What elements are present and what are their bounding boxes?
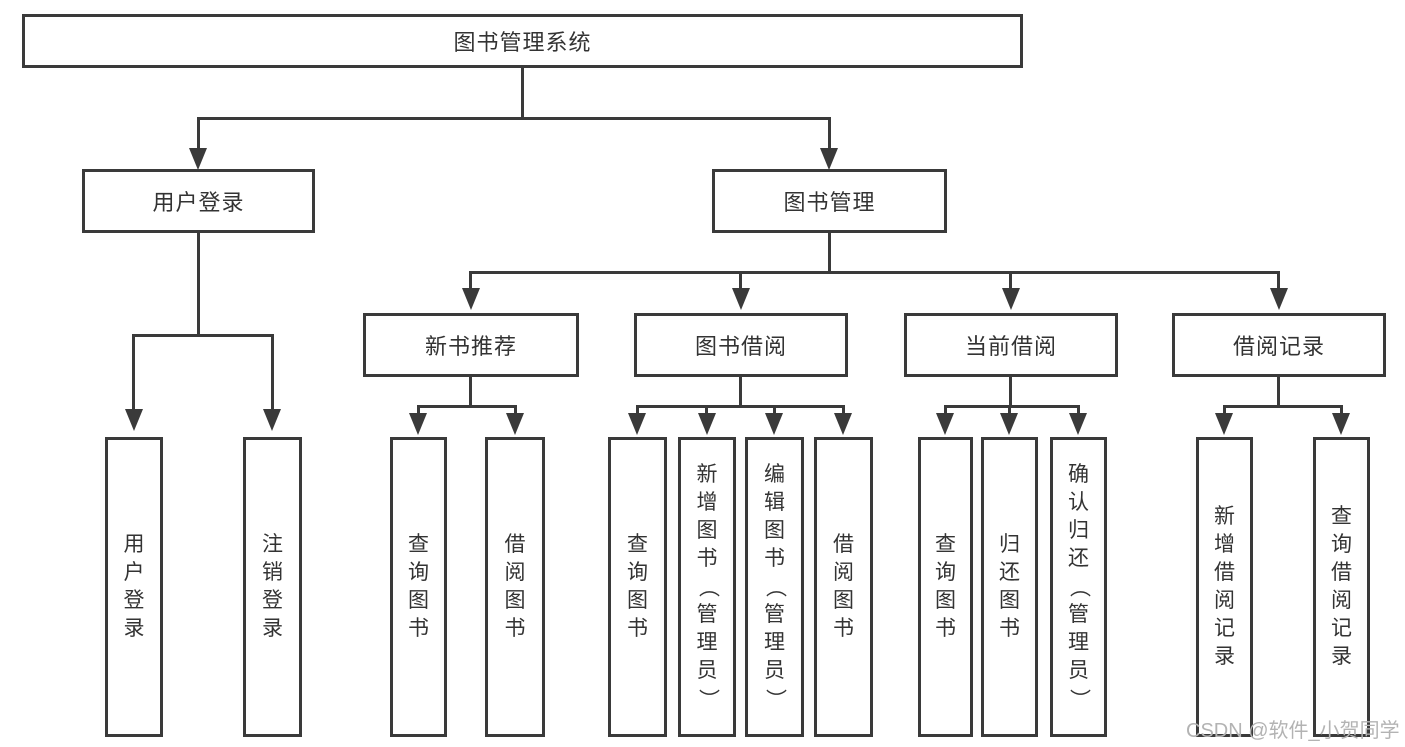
node-user-login: 用户登录 <box>82 169 315 233</box>
arrow-down-icon <box>462 288 480 310</box>
arrow-down-icon <box>834 413 852 435</box>
connector <box>1008 405 1011 415</box>
leaf-borrow-books-2-label: 借阅图书 <box>833 533 854 640</box>
connector <box>197 117 200 151</box>
arrow-down-icon <box>1215 413 1233 435</box>
connector <box>514 405 517 415</box>
leaf-query-books-2: 查询图书 <box>608 437 667 737</box>
leaf-add-books-admin: 新增图书（管理员） <box>678 437 736 737</box>
connector <box>521 66 524 118</box>
node-book-management-label: 图书管理 <box>783 190 876 215</box>
leaf-return-books: 归还图书 <box>981 437 1038 737</box>
leaf-add-books-admin-label: 新增图书（管理员） <box>696 463 719 710</box>
connector <box>636 405 639 415</box>
arrow-down-icon <box>1270 288 1288 310</box>
leaf-borrow-books-2: 借阅图书 <box>814 437 873 737</box>
arrow-down-icon <box>125 409 143 431</box>
connector <box>828 117 831 151</box>
node-book-management: 图书管理 <box>712 169 947 233</box>
leaf-user-login-label: 用户登录 <box>123 533 145 640</box>
arrow-down-icon <box>409 413 427 435</box>
connector <box>197 117 831 120</box>
node-book-borrow-label: 图书借阅 <box>694 334 787 359</box>
leaf-edit-books-admin-label: 编辑图书（管理员） <box>763 463 787 710</box>
connector <box>1340 405 1343 415</box>
node-root: 图书管理系统 <box>22 14 1023 68</box>
connector <box>944 405 1080 408</box>
connector <box>1077 405 1080 415</box>
arrow-down-icon <box>698 413 716 435</box>
leaf-borrow-books-1: 借阅图书 <box>485 437 545 737</box>
connector <box>739 377 742 408</box>
arrow-down-icon <box>732 288 750 310</box>
connector <box>636 405 845 408</box>
arrow-down-icon <box>1002 288 1020 310</box>
node-user-login-label: 用户登录 <box>152 190 245 215</box>
leaf-query-borrow-record: 查询借阅记录 <box>1313 437 1370 737</box>
connector <box>132 334 135 410</box>
leaf-confirm-return-admin: 确认归还（管理员） <box>1050 437 1107 737</box>
connector <box>739 271 742 291</box>
connector <box>705 405 708 415</box>
connector <box>469 271 472 291</box>
leaf-query-books-2-label: 查询图书 <box>627 533 648 640</box>
arrow-down-icon <box>263 409 281 431</box>
arrow-down-icon <box>936 413 954 435</box>
node-new-book-recommend-label: 新书推荐 <box>424 334 517 359</box>
connector <box>944 405 947 415</box>
leaf-query-books-3: 查询图书 <box>918 437 973 737</box>
arrow-down-icon <box>1069 413 1087 435</box>
arrow-down-icon <box>189 148 207 170</box>
node-borrow-records-label: 借阅记录 <box>1232 334 1325 359</box>
connector <box>469 271 1280 274</box>
leaf-confirm-return-admin-label: 确认归还（管理员） <box>1067 463 1091 710</box>
leaf-query-books-1: 查询图书 <box>390 437 447 737</box>
leaf-logout: 注销登录 <box>243 437 302 737</box>
connector <box>1009 377 1012 408</box>
arrow-down-icon <box>820 148 838 170</box>
node-current-borrow-label: 当前借阅 <box>964 334 1057 359</box>
connector <box>1277 271 1280 291</box>
arrow-down-icon <box>1332 413 1350 435</box>
arrow-down-icon <box>506 413 524 435</box>
node-new-book-recommend: 新书推荐 <box>363 313 579 377</box>
connector <box>417 405 420 415</box>
connector <box>197 233 200 337</box>
csdn-watermark: CSDN @软件_小贺同学 <box>1186 720 1400 742</box>
leaf-add-borrow-record-label: 新增借阅记录 <box>1214 505 1235 668</box>
node-book-borrow: 图书借阅 <box>634 313 848 377</box>
connector <box>842 405 845 415</box>
connector <box>271 334 274 410</box>
connector <box>469 377 472 408</box>
arrow-down-icon <box>628 413 646 435</box>
connector <box>773 405 776 415</box>
connector <box>417 405 517 408</box>
leaf-add-borrow-record: 新增借阅记录 <box>1196 437 1253 737</box>
node-current-borrow: 当前借阅 <box>904 313 1118 377</box>
leaf-query-borrow-record-label: 查询借阅记录 <box>1331 505 1352 668</box>
node-borrow-records: 借阅记录 <box>1172 313 1386 377</box>
leaf-user-login: 用户登录 <box>105 437 163 737</box>
connector <box>828 232 831 274</box>
arrow-down-icon <box>1000 413 1018 435</box>
leaf-logout-label: 注销登录 <box>262 533 283 640</box>
arrow-down-icon <box>765 413 783 435</box>
connector <box>132 334 274 337</box>
leaf-borrow-books-1-label: 借阅图书 <box>504 533 526 640</box>
connector <box>1009 271 1012 291</box>
connector <box>1223 405 1226 415</box>
connector <box>1277 377 1280 408</box>
connector <box>1223 405 1343 408</box>
leaf-query-books-3-label: 查询图书 <box>935 533 956 640</box>
leaf-query-books-1-label: 查询图书 <box>408 533 429 640</box>
leaf-return-books-label: 归还图书 <box>999 533 1020 640</box>
leaf-edit-books-admin: 编辑图书（管理员） <box>745 437 804 737</box>
node-root-label: 图书管理系统 <box>453 30 592 55</box>
